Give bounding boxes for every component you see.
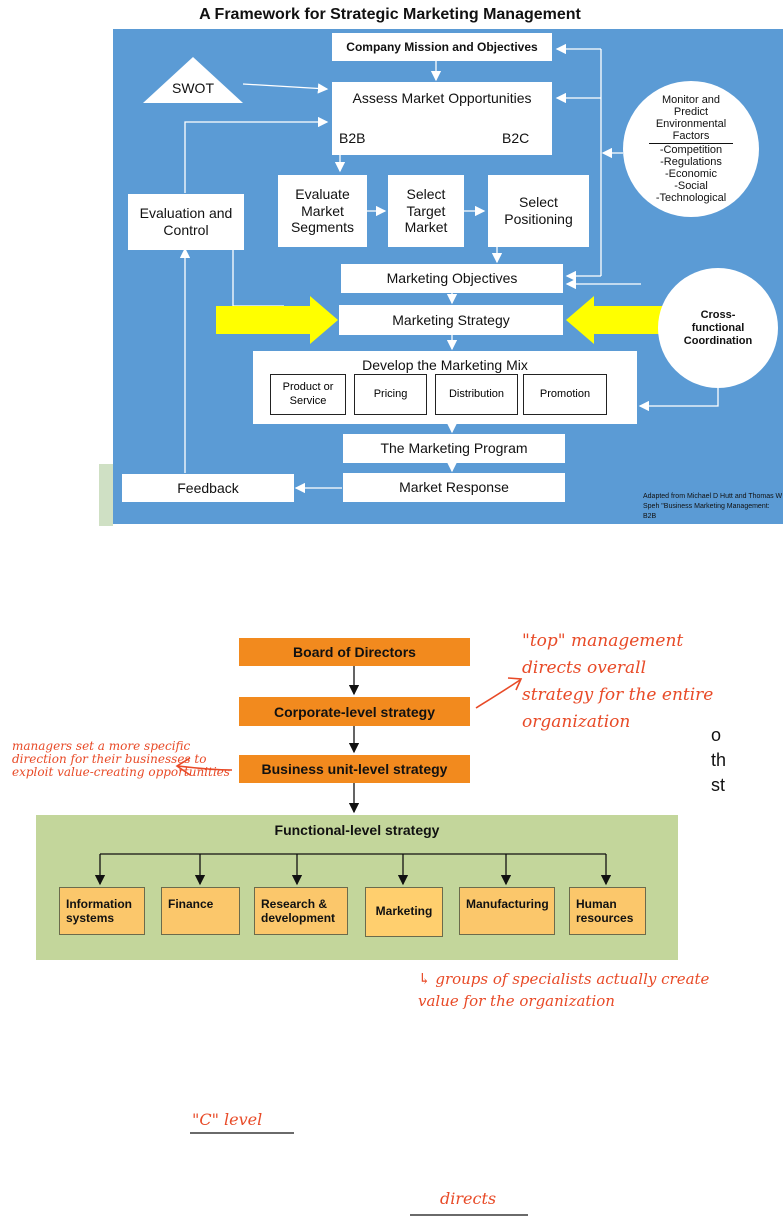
cut-off-line: th (711, 750, 727, 770)
mix-promotion: Promotion (523, 374, 607, 415)
note-managers: managers set a more specific direction f… (12, 739, 230, 779)
select-target-box: Select Target Market (388, 175, 464, 247)
note-top-management: "top" management directs overall strateg… (522, 631, 714, 732)
functional-label: Functional-level strategy (274, 822, 440, 838)
assess-label: Assess Market Opportunities (352, 90, 532, 106)
function-finance: Finance (161, 887, 240, 935)
note-directs: directs (440, 1189, 497, 1208)
function-human-resources: Human resources (569, 887, 646, 935)
b2c-label: B2C (502, 130, 530, 146)
corporate-box: Corporate-level strategy (239, 697, 470, 726)
mix-distribution: Distribution (435, 374, 518, 415)
marketing-strategy-box: Marketing Strategy (339, 305, 563, 335)
market-response-box: Market Response (343, 473, 565, 502)
monitor-heading: Monitor and Predict Environmental Factor… (649, 94, 733, 144)
function-information-systems: Information systems (59, 887, 145, 935)
assess-box: Assess Market Opportunities B2B B2C (332, 82, 552, 155)
evaluate-segments-box: Evaluate Market Segments (278, 175, 367, 247)
monitor-item: -Technological (655, 192, 727, 204)
cross-functional-circle: Cross-functional Coordination (658, 268, 778, 388)
monitor-item: -Competition (659, 144, 723, 156)
credit-text: Adapted from Michael D Hutt and Thomas W… (643, 493, 783, 520)
develop-mix-label: Develop the Marketing Mix (362, 357, 528, 373)
marketing-program-box: The Marketing Program (343, 434, 565, 463)
evaluation-control-box: Evaluation and Control (128, 194, 244, 250)
select-positioning-box: Select Positioning (488, 175, 589, 247)
swot-label: SWOT (172, 80, 214, 96)
cut-off-line: o (711, 725, 722, 745)
right-yellow-arrow (566, 296, 686, 344)
framework-title: A Framework for Strategic Marketing Mana… (199, 6, 581, 23)
function-research-development: Research & development (254, 887, 348, 935)
cut-off-text: o th st (711, 723, 726, 798)
b2b-label: B2B (339, 130, 366, 146)
cut-off-line: st (711, 775, 726, 795)
monitor-item: -Regulations (660, 156, 722, 168)
monitor-item: -Economic (665, 168, 717, 180)
note-specialists: ↳ groups of specialists actually create … (418, 970, 710, 1010)
swot-triangle (143, 57, 243, 103)
business-unit-box: Business unit-level strategy (239, 755, 470, 783)
board-box: Board of Directors (239, 638, 470, 666)
note-c-level: "C" level (192, 1110, 263, 1129)
cross-functional-label: Cross-functional Coordination (683, 308, 753, 347)
function-manufacturing: Manufacturing (459, 887, 555, 935)
monitor-circle: Monitor and Predict Environmental Factor… (623, 81, 759, 217)
monitor-item: -Social (674, 180, 708, 192)
mix-pricing: Pricing (354, 374, 427, 415)
mix-product: Product or Service (270, 374, 346, 415)
left-yellow-arrow (216, 296, 338, 344)
marketing-objectives-box: Marketing Objectives (341, 264, 563, 293)
function-marketing: Marketing (365, 887, 443, 937)
left-strip (99, 464, 113, 526)
feedback-box: Feedback (122, 474, 294, 502)
mission-box: Company Mission and Objectives (332, 33, 552, 61)
